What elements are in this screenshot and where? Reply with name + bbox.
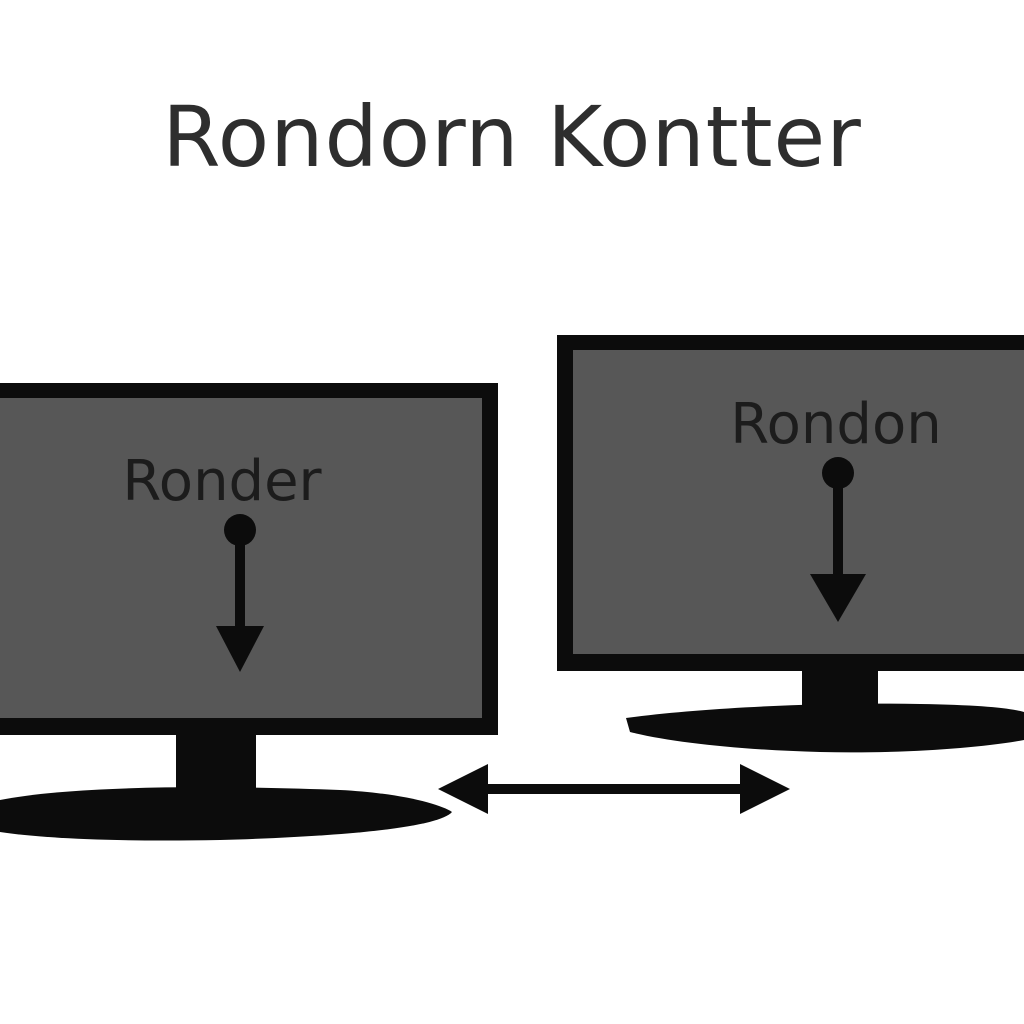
double-headed-arrow-icon xyxy=(438,764,790,814)
monitor-right-base xyxy=(626,703,1024,753)
monitor-left-label: Ronder xyxy=(122,449,322,514)
monitor-left-stand-neck xyxy=(176,722,256,804)
page-title: Rondorn Kontter xyxy=(162,88,862,186)
monitor-left-base xyxy=(0,787,452,841)
down-arrow-icon xyxy=(216,514,264,672)
monitor-right: Rondon xyxy=(557,335,1024,753)
monitor-left: Ronder xyxy=(0,383,498,841)
monitor-right-screen xyxy=(573,350,1024,654)
monitor-right-stand-neck xyxy=(802,664,878,712)
down-arrow-icon xyxy=(810,457,866,622)
monitor-right-label: Rondon xyxy=(730,392,941,457)
